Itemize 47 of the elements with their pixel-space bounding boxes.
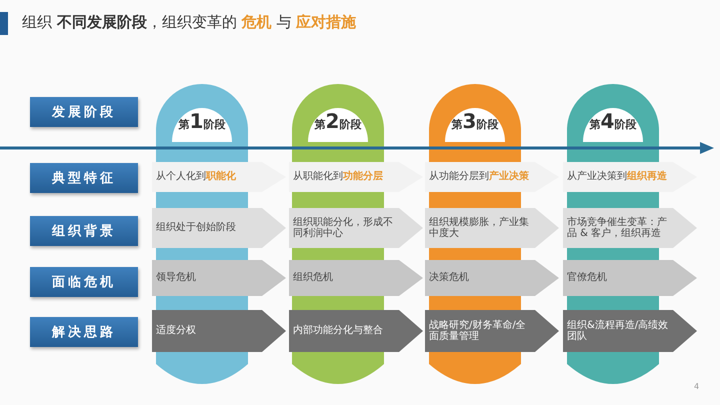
cell-text: 从功能分层到产业决策 — [429, 170, 530, 184]
stage-label: 第1阶段 — [178, 109, 226, 133]
arrow-cell — [563, 310, 697, 352]
cell-text: 决策危机 — [429, 270, 470, 286]
stage-label: 第2阶段 — [314, 109, 362, 133]
cell-text: 官僚危机 — [567, 270, 608, 286]
row-header: 解决思路 — [30, 317, 138, 347]
arrow-cell — [289, 162, 423, 192]
arrow-cell — [152, 310, 286, 352]
row-header: 组织背景 — [30, 216, 138, 246]
stage-label: 第3阶段 — [450, 109, 500, 133]
cell-text: 从个人化到职能化 — [156, 170, 237, 184]
row-header: 面临危机 — [30, 267, 138, 297]
arrow-cell — [289, 208, 423, 248]
arrow-cell — [425, 310, 559, 352]
cell-text: 适度分权 — [156, 324, 197, 338]
title: 组织 不同发展阶段，组织变革的 危机 与 应对措施 — [22, 13, 356, 32]
stage-arch — [292, 84, 384, 146]
stage-label: 第4阶段 — [588, 109, 638, 133]
cell-text: 组织职能分化，形成不同利润中心 — [293, 216, 394, 241]
arrow-cell — [425, 162, 559, 192]
cell-text: 从职能化到功能分层 — [293, 170, 384, 184]
page-number: 4 — [694, 382, 700, 391]
arrow-cell — [289, 310, 423, 352]
arrow-cell — [152, 162, 286, 192]
row-header: 典型特征 — [30, 163, 138, 193]
arrow-cell — [563, 162, 697, 192]
cell-text: 战略研究/财务革命/全面质量管理 — [429, 318, 527, 344]
arrow-cell — [425, 260, 559, 296]
cell-text: 内部功能分化与整合 — [293, 324, 384, 338]
arrow-cell — [289, 260, 423, 296]
row-header: 发展阶段 — [30, 97, 138, 127]
arrow-cell — [152, 260, 286, 296]
cell-text: 从产业决策到组织再造 — [567, 170, 668, 184]
arrow-cell — [152, 208, 286, 248]
arrow-cell — [563, 260, 697, 296]
cell-text: 组织危机 — [293, 270, 334, 286]
stage-arch — [429, 84, 521, 146]
cell-text: 组织处于创始阶段 — [156, 220, 237, 236]
stage-arch — [567, 84, 659, 146]
cell-text: 组织规模膨胀，产业集中度大 — [429, 216, 530, 241]
arrow-cell — [563, 208, 697, 248]
cell-text: 市场竞争催生变革：产品 & 客户，组织再造 — [567, 216, 668, 241]
cell-text: 领导危机 — [156, 270, 197, 286]
arrow-cell — [425, 208, 559, 248]
stage-arch — [156, 84, 248, 146]
cell-text: 组织&流程再造/高绩效团队 — [567, 318, 670, 344]
